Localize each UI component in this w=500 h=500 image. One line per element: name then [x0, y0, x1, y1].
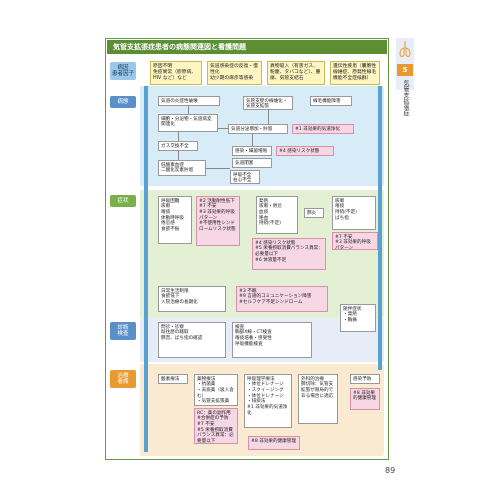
cause-genetic: 遺伝性疾患（囊胞性線維症、原発性線毛機能不全症候群）: [330, 61, 380, 85]
symptom-hemoptysis: 肺炎: [304, 208, 324, 218]
connector: [178, 132, 179, 141]
symptom-item: 喀痰: [335, 204, 345, 210]
symptom-item: 持続(不定): [259, 221, 281, 227]
path-infection: 感染・細菌増殖: [232, 146, 272, 156]
label-symptoms: 症状: [110, 195, 136, 207]
symptom-item: ばち指: [335, 215, 349, 221]
daily-side-symptoms: 随伴症状 ・発熱 ・胸痛: [340, 304, 376, 332]
treat-prevent-nursing: #8 非効果的健康管理: [350, 388, 380, 410]
flow-arrow-left: [144, 86, 148, 452]
symptom-item: 倦怠感: [161, 221, 175, 227]
diagnosis-tests: 検査 胸部X線・CT検査 喀痰培養・感受性 呼吸機能検査: [232, 322, 312, 358]
path-secretion: 気道分泌増加・貯留: [228, 124, 288, 134]
symptom-item: 発熱: [259, 198, 269, 204]
chapter-title: 気管支拡張症: [402, 80, 409, 116]
symptom-general-nursing: #7 不安 #3 非効果的呼吸パターン: [332, 232, 378, 251]
treat-drugs: 薬物療法 ・抗菌薬 ・去痰薬（吸入含む） ・気管支拡張薬: [194, 374, 238, 406]
treat-prevent: 感染予防: [350, 374, 380, 384]
symptom-item: 咯血: [259, 215, 269, 221]
lung-icon: [399, 41, 411, 57]
connector: [178, 151, 179, 160]
connector: [268, 110, 269, 124]
chapter-number: 5: [397, 64, 413, 76]
treat-resp-care: 呼吸理学療法 ・体位ドレナージ ・スクイージング ・体位ドレナージ ・排痰法 #…: [244, 374, 292, 428]
symptom-item: 咳嗽・倦怠: [259, 204, 282, 210]
daily-list: 日常生活制限 食欲低下 入院治療の長期化: [158, 286, 226, 312]
symptom-item: 咳嗽: [335, 198, 345, 204]
daily-nursing: #3 不眠 #9 言語的コミュニケーション障害 #セルフケア不足シンドローム: [236, 286, 328, 312]
symptom-item: 咳嗽: [161, 204, 171, 210]
symptom-item: 喀痰: [161, 209, 171, 215]
path-inflammation: 気道の炎症性破壊: [158, 96, 220, 106]
path-obstruction: 気道閉塞: [232, 158, 272, 168]
connector: [188, 106, 189, 114]
symptom-infection-nursing: #4 感染リスク状態 #5 栄養摂取消費バランス異常：必要量以下 #6 体液量不…: [252, 238, 326, 270]
connector: [218, 128, 228, 129]
treat-oxygen: 酸素療法: [158, 374, 188, 384]
diagram-frame: [105, 38, 389, 460]
daily-item: 入院治療の長期化: [161, 299, 198, 305]
cause-unknown: 原因不明 免疫異常（膠原病、HIV など）など: [150, 61, 202, 85]
symptom-resp-list: 呼吸困難 咳嗽 喀痰 体動時呼吸 倦怠感 食欲不振: [158, 196, 192, 244]
label-pathology: 病態: [110, 96, 136, 108]
treat-surgery: 外科的治療 肺切除：気管支拡張が限局的である場合に適応: [298, 374, 338, 424]
path-infection-risk: #4 感染リスク状態: [276, 146, 334, 156]
label-cause: 病因 患者因子: [110, 62, 136, 80]
connector: [252, 134, 253, 146]
symptom-item: 血痰: [259, 209, 269, 215]
path-gas: ガス交換不全: [158, 141, 198, 151]
cause-infection: 気道感染症の反復・慢性化 幼少期の麻疹等感染: [207, 61, 262, 85]
daily-item: 日常生活制限: [161, 288, 189, 294]
symptom-fever-list: 発熱 咳嗽・倦怠 血痰 咯血 持続(不定): [256, 196, 298, 234]
symptom-item: 持続(不定): [335, 209, 357, 215]
diagnosis-interview: 問診・診察 既往歴の聴取 肺音、ばち指の確認: [158, 322, 226, 358]
connector: [206, 168, 230, 169]
path-clearance: #1 非効果的気道浄化: [292, 124, 354, 134]
symptom-general-list: 咳嗽 喀痰 持続(不定) ばち指: [332, 196, 376, 230]
symptom-item: 呼吸困難: [161, 198, 180, 204]
treat-surgery-nursing: #8 非効果的健康管理: [248, 436, 300, 450]
label-treatment: 治療 看護: [110, 370, 136, 388]
diagram-title: 気管支拡張症患者の病態関連図と看護問題: [107, 40, 387, 54]
path-hypoxemia: 低酸素血症 二酸化炭素貯留: [158, 160, 206, 176]
daily-item: 食欲低下: [161, 294, 180, 300]
path-cycle: 細胞・分泌物・気道病変 関連化: [158, 114, 218, 132]
treat-drugs-nursing: RC：薬の副作用 #合併症の予防 #7 不安 #5 栄養摂取消費バランス異常：必…: [194, 408, 238, 444]
path-cilia: 線毛機能障害: [310, 96, 352, 106]
symptom-item: 食欲不振: [161, 227, 180, 233]
cause-foreign-body: 異物吸入（有害ガス、粉塵、タバコなど）、腫瘍、気管支結石: [267, 61, 325, 85]
flow-arrow-right: [378, 86, 382, 370]
path-mucus: 気管支壁の線維化・気管支拡張: [243, 96, 293, 110]
page-number: 89: [385, 466, 396, 475]
symptom-item: 体動時呼吸: [161, 215, 184, 221]
label-diagnosis: 診断 検査: [110, 322, 136, 340]
symptom-resp-nursing: #2 活動耐性低下 #7 不安 #3 非効果的呼吸パターン #不使用性シンドロー…: [196, 196, 240, 246]
path-resp-failure: 呼吸不全 右心不全: [230, 170, 260, 184]
